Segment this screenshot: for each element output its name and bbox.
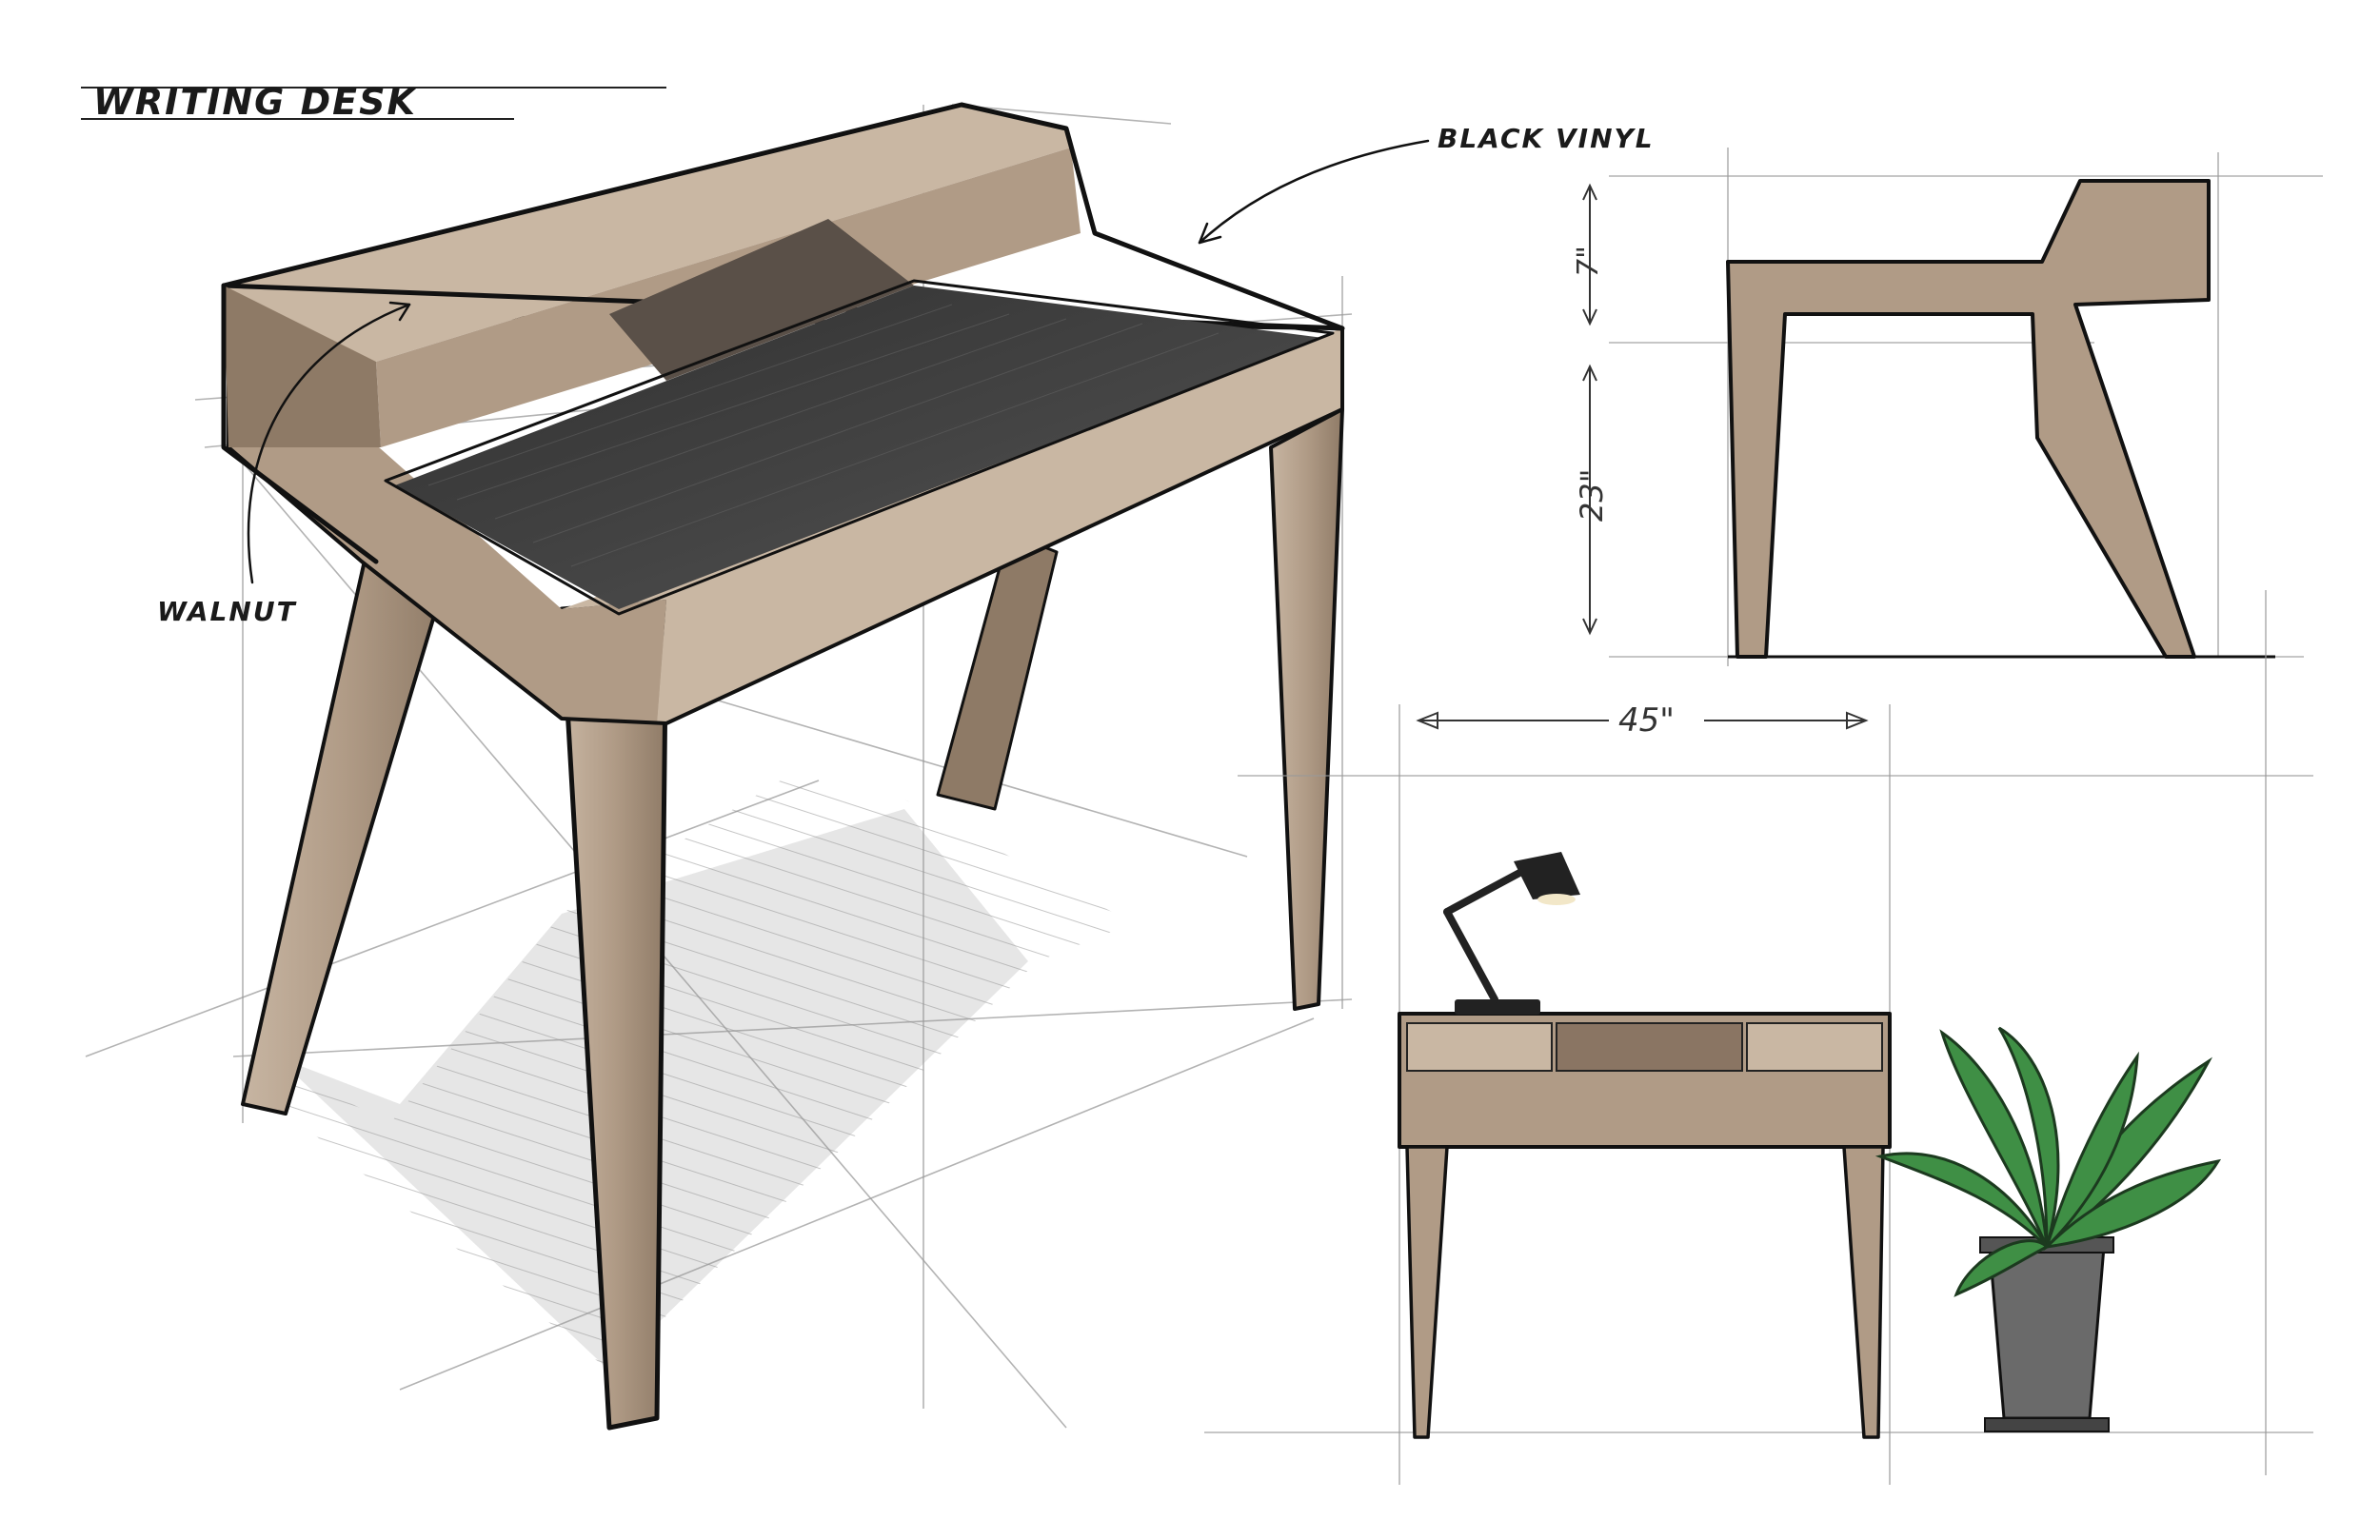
floor-shadow [238, 780, 1133, 1371]
arrow-black-vinyl [1198, 139, 1430, 245]
label-black-vinyl: BLACK VINYL [1438, 123, 1655, 154]
left-side-outline [221, 283, 379, 564]
front-left-leg [243, 552, 447, 1114]
annotation-black-vinyl: BLACK VINYL [1198, 123, 1655, 245]
sheet-title: WRITING DESK [93, 81, 417, 123]
side-elevation: 7" 23" [1572, 148, 2323, 666]
front-drawer-left [1406, 1022, 1553, 1072]
dimension-upper-height: 7" [1572, 183, 1605, 326]
dimension-leg-height: 23" [1574, 364, 1610, 636]
front-elev-right-leg [1844, 1147, 1883, 1437]
vinyl-surface [395, 286, 1323, 609]
hutch-top [224, 105, 1071, 362]
front-elevation: 45" [1204, 590, 2313, 1485]
desk-left-side [224, 286, 381, 447]
front-elev-left-leg [1407, 1147, 1447, 1437]
arrowhead-walnut [388, 301, 411, 322]
title-block: WRITING DESK [81, 81, 666, 123]
dimension-label-23in: 23" [1574, 469, 1610, 522]
desk-apron-side [562, 328, 1342, 723]
dimension-label-45in: 45" [1618, 701, 1675, 740]
label-walnut: WALNUT [157, 596, 297, 627]
front-drawer-right [1746, 1022, 1883, 1072]
dimension-label-7in: 7" [1572, 246, 1605, 277]
annotation-walnut: WALNUT [157, 301, 411, 627]
dimension-width: 45" [1416, 700, 1869, 740]
front-near-leg [562, 600, 666, 1428]
perspective-view [85, 102, 1353, 1431]
front-cubby [1556, 1022, 1743, 1072]
hutch-cubby [609, 219, 914, 381]
vinyl-texture [427, 304, 1220, 567]
arrow-walnut [247, 303, 411, 584]
vinyl-rim [384, 279, 1335, 616]
back-right-leg [938, 533, 1057, 809]
potted-plant-icon [1874, 1026, 2222, 1432]
desk-lamp-icon [1443, 852, 1580, 1015]
arrowhead-black-vinyl [1198, 222, 1222, 245]
side-profile [1728, 181, 2209, 657]
